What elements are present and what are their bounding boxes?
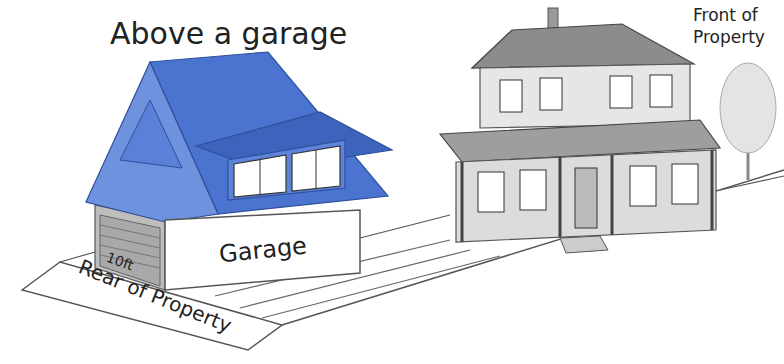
porch-column xyxy=(461,162,464,242)
door-panel-line xyxy=(100,235,160,248)
text-holder: Garage xyxy=(160,205,365,295)
rear-property-band: Rear of Property xyxy=(20,240,290,352)
house-window xyxy=(500,80,522,112)
house-window xyxy=(478,172,504,212)
house-door xyxy=(575,168,597,228)
garage-wall: Garage xyxy=(160,205,365,295)
house-window xyxy=(540,78,562,110)
dormer-window xyxy=(234,155,286,197)
house-roof xyxy=(472,24,694,68)
text-holder: Rear of Property xyxy=(20,240,290,352)
house-window xyxy=(650,75,672,107)
gable-window-area xyxy=(120,100,182,168)
house-window xyxy=(672,164,698,204)
dormer-wall xyxy=(228,140,345,200)
house-lower-wall xyxy=(456,150,716,242)
house-window xyxy=(630,166,656,206)
lot-edge xyxy=(720,176,784,190)
diagram-title: Above a garage xyxy=(110,16,347,51)
porch-column xyxy=(559,157,562,237)
shape-fill xyxy=(165,210,360,290)
tree-crown xyxy=(720,63,776,153)
lot-edge xyxy=(360,215,450,238)
porch-steps xyxy=(560,236,608,253)
corner-label: Front of Property xyxy=(693,4,781,48)
shape-text: Rear of Property xyxy=(75,254,235,337)
window-mullion xyxy=(316,150,317,189)
porch-column xyxy=(611,155,614,235)
dormer-window xyxy=(292,146,340,191)
door-panel-line xyxy=(100,225,160,238)
house-window xyxy=(610,76,632,108)
house-upper-wall xyxy=(480,64,690,128)
shape-text: Garage xyxy=(217,231,307,268)
house-window xyxy=(520,170,546,210)
porch-column xyxy=(711,150,714,230)
roof-gable xyxy=(86,62,218,222)
window-mullion xyxy=(260,160,261,195)
